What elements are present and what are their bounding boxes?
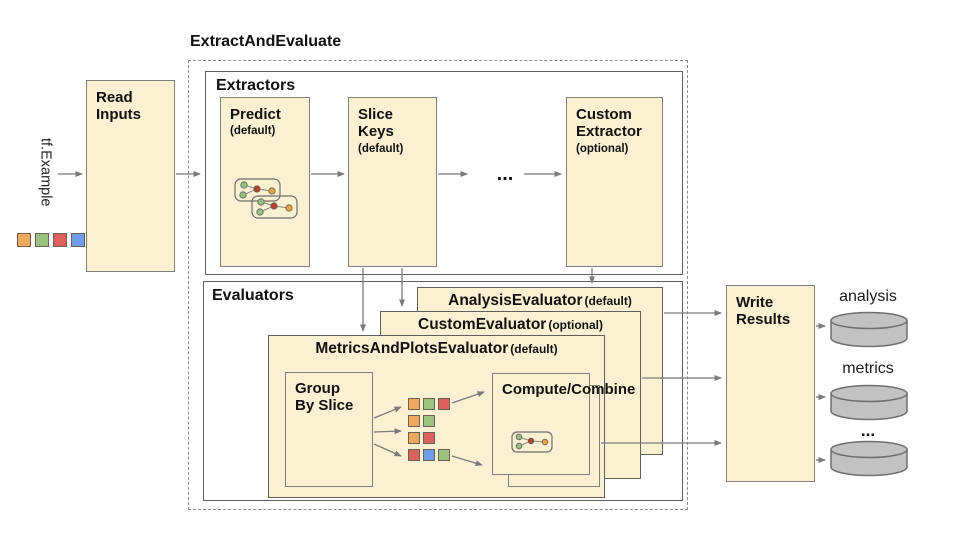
tf-example-squares [17,233,85,247]
evaluators-label: Evaluators [212,287,294,304]
analysis-database-cylinder [830,311,908,348]
green-square [438,449,450,461]
analysis-evaluator-name: AnalysisEvaluator [448,292,583,309]
slice-grid [408,398,450,466]
compute-combine-box: Compute/Combine [492,373,636,475]
group-by-slice-title: Group By Slice [295,380,354,415]
combine-graph-icon [511,431,553,453]
slice-grid-row [408,432,450,444]
green-square [35,233,49,247]
metrics-and-plots-evaluator-qualifier: (default) [510,342,558,356]
analysis-output-label: analysis [839,288,897,305]
compute-combine-title: Compute/Combine [502,381,636,398]
extract-and-evaluate-frame [188,60,688,510]
green-square [423,398,435,410]
extra-database-cylinder [830,440,908,477]
diagram-title: ExtractAndEvaluate [190,33,342,50]
metrics-output-label: metrics [842,360,894,377]
extractors-label: Extractors [216,77,296,94]
outputs-ellipsis: ... [860,421,876,440]
custom-extractor-box: Custom Extractor (optional) [566,97,663,267]
red-square [423,432,435,444]
custom-extractor-qualifier: (optional) [576,142,629,155]
slice-keys-qualifier: (default) [358,142,404,155]
predict-qualifier: (default) [230,125,276,138]
write-results-box: Write Results [726,285,815,482]
orange-square [17,233,31,247]
metrics-database-cylinder [830,384,908,421]
orange-square [408,398,420,410]
write-results-title: Write Results [736,294,791,329]
model-graph-icon [234,178,298,219]
slice-keys-title: Slice Keys [358,106,394,141]
slice-grid-row [408,398,450,410]
group-by-slice-box: Group By Slice [285,372,373,487]
orange-square [408,432,420,444]
tf-example-label: tf.Example [37,138,54,207]
blue-square [423,449,435,461]
extractors-ellipsis: ... [496,163,514,185]
blue-square [71,233,85,247]
orange-square [408,415,420,427]
green-square [423,415,435,427]
custom-extractor-title: Custom Extractor [576,106,642,141]
read-inputs-title: Read Inputs [96,89,141,124]
metrics-and-plots-evaluator-name: MetricsAndPlotsEvaluator [315,340,509,357]
analysis-evaluator-qualifier: (default) [584,294,632,308]
red-square [408,449,420,461]
predict-extractor-box: Predict (default) [220,97,310,267]
slice-keys-extractor-box: Slice Keys (default) [348,97,437,267]
slice-grid-row [408,415,450,427]
custom-evaluator-name: CustomEvaluator [418,316,547,333]
read-inputs-box: Read Inputs [86,80,175,272]
red-square [53,233,67,247]
red-square [438,398,450,410]
custom-evaluator-qualifier: (optional) [548,318,603,332]
slice-grid-row [408,449,450,461]
predict-title: Predict [230,106,281,123]
